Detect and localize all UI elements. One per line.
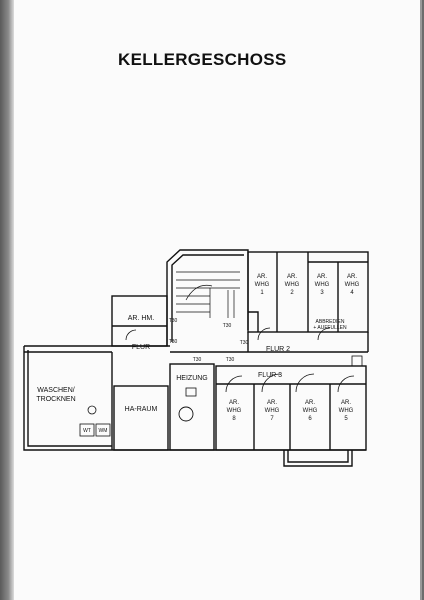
room-heizung: HEIZUNG bbox=[176, 375, 208, 382]
room-flur: FLUR bbox=[132, 344, 150, 351]
unit-4-whg: WHG bbox=[345, 282, 360, 288]
unit-2-number: 2 bbox=[290, 290, 294, 296]
unit-7-whg: WHG bbox=[265, 408, 280, 414]
unit-6-ar: AR. bbox=[305, 400, 315, 406]
unit-6-whg: WHG bbox=[303, 408, 318, 414]
sheet-edge bbox=[420, 0, 422, 600]
door-t30-a: T30 bbox=[169, 318, 178, 324]
door-t30-c: T30 bbox=[193, 357, 202, 363]
document-sheet bbox=[14, 0, 422, 600]
unit-1-whg: WHG bbox=[255, 282, 270, 288]
page-title: KELLERGESCHOSS bbox=[118, 50, 287, 69]
fixtures bbox=[79, 355, 363, 437]
room-ha-raum: HA-RAUM bbox=[125, 406, 158, 413]
unit-3-ar: AR. bbox=[317, 274, 327, 280]
unit-3-number: 3 bbox=[320, 290, 324, 296]
room-ar-hm: AR. HM. bbox=[128, 315, 155, 322]
room-flur-2: FLUR 2 bbox=[266, 346, 290, 353]
room-waschen-line1: WASCHEN/ bbox=[37, 387, 75, 394]
unit-8-whg: WHG bbox=[227, 408, 242, 414]
unit-7-ar: AR. bbox=[267, 400, 277, 406]
unit-7-number: 7 bbox=[270, 416, 274, 422]
unit-8-ar: AR. bbox=[229, 400, 239, 406]
fixture-wm: WM bbox=[99, 428, 108, 434]
unit-1-number: 1 bbox=[260, 290, 264, 296]
unit-8-number: 8 bbox=[232, 416, 236, 422]
note-abbreden-line2: + AUFFULLEN bbox=[313, 325, 347, 331]
fixture-wt: WT bbox=[83, 428, 91, 434]
unit-5-number: 5 bbox=[344, 416, 348, 422]
unit-5-whg: WHG bbox=[339, 408, 354, 414]
unit-5-ar: AR. bbox=[341, 400, 351, 406]
door-t30-f: T30 bbox=[169, 339, 178, 345]
room-flur-3: FLUR 3 bbox=[258, 372, 282, 379]
room-waschen-line2: TROCKNEN bbox=[36, 396, 75, 403]
door-t30-b: T30 bbox=[223, 323, 232, 329]
door-t30-d: T30 bbox=[226, 357, 235, 363]
unit-2-ar: AR. bbox=[287, 274, 297, 280]
note-abbreden-line1: ABBREDIEN bbox=[316, 319, 345, 325]
walls bbox=[23, 249, 369, 467]
unit-4-number: 4 bbox=[350, 290, 354, 296]
unit-1-ar: AR. bbox=[257, 274, 267, 280]
unit-3-whg: WHG bbox=[315, 282, 330, 288]
door-t30-e: T30 bbox=[240, 340, 249, 346]
lower-units: AR. WHG 8 AR. WHG 7 AR. WHG 6 AR. WHG 5 bbox=[227, 400, 354, 422]
scan-shadow bbox=[0, 0, 14, 600]
door-swings bbox=[125, 327, 355, 393]
stairs bbox=[176, 271, 240, 318]
upper-units: AR. WHG 1 AR. WHG 2 AR. WHG 3 AR. WHG 4 bbox=[255, 274, 360, 296]
unit-6-number: 6 bbox=[308, 416, 312, 422]
unit-4-ar: AR. bbox=[347, 274, 357, 280]
unit-2-whg: WHG bbox=[285, 282, 300, 288]
